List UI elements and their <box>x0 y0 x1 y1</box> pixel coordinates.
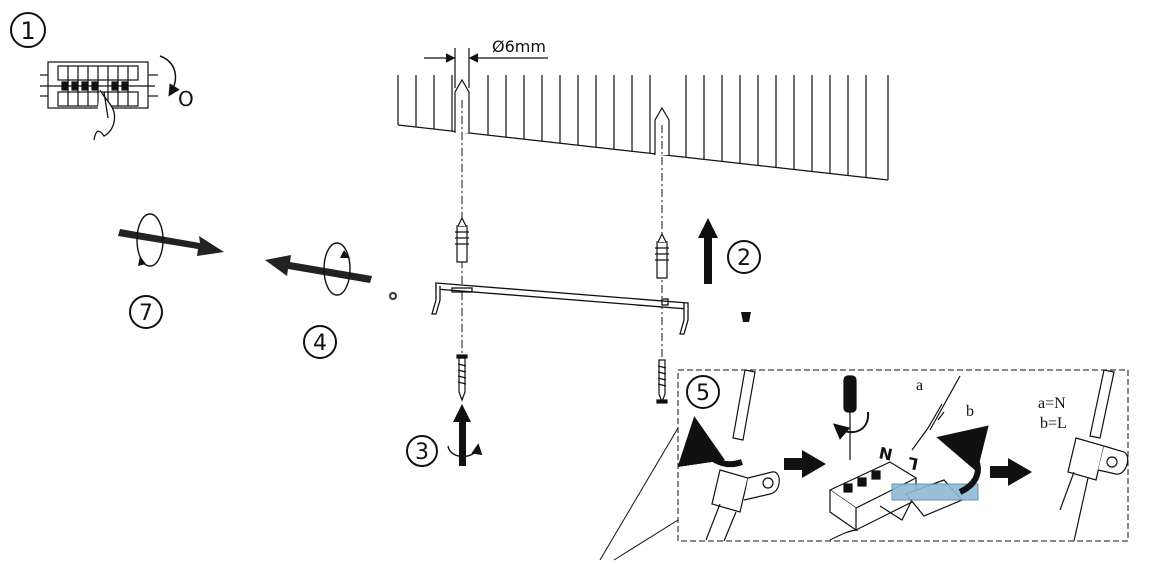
step-1-number: 1 <box>20 17 35 45</box>
terminal-l-label: L <box>906 453 920 474</box>
drill-diameter-label: Ø6mm <box>492 37 546 56</box>
step-4-circle <box>303 325 337 359</box>
terminal-highlight-bar <box>891 483 979 501</box>
step-5-number: 5 <box>696 381 710 406</box>
rotate-left-arrow-icon <box>677 416 744 468</box>
step-4-number: 4 <box>313 331 327 356</box>
terminal-block <box>828 461 964 541</box>
screwdriver-icon <box>843 375 857 460</box>
small-screw-left-icon <box>389 292 397 300</box>
step-3-arrow-icon <box>447 404 483 466</box>
wall-plug-left <box>455 216 469 263</box>
wiring-detail-panel <box>599 369 1129 561</box>
breaker-off-label: O <box>178 87 194 111</box>
step-3-circle <box>406 435 438 467</box>
screwdriver-rotate-arrow-icon <box>832 411 870 440</box>
hand-icon <box>93 89 116 141</box>
connector-right <box>1059 369 1129 542</box>
drill-dimension <box>424 48 548 88</box>
step-1-circle <box>10 12 46 48</box>
step-7-circle <box>129 295 163 329</box>
next-arrow-1-icon <box>784 450 826 478</box>
rotate-cover-arrow-icon <box>936 425 989 495</box>
step-4-arrow-icon <box>265 242 372 296</box>
connector-left <box>705 369 780 542</box>
next-arrow-2-icon <box>990 458 1032 486</box>
mounting-bracket <box>431 282 689 335</box>
step-2-circle <box>727 240 761 274</box>
screw-right <box>656 359 668 404</box>
ceiling-section <box>397 75 889 181</box>
wire-a-label: a <box>916 377 923 394</box>
legend-b-equals-l: b=L <box>1040 415 1067 432</box>
wall-plug-right <box>655 232 669 279</box>
screw-left <box>456 354 468 402</box>
step-7-number: 7 <box>139 301 153 326</box>
small-screw-right-icon <box>741 312 751 322</box>
wires <box>911 375 961 451</box>
terminal-n-label: N <box>877 443 894 464</box>
step-3-number: 3 <box>415 440 429 465</box>
step-2-number: 2 <box>737 246 751 271</box>
legend-a-equals-n: a=N <box>1038 395 1066 412</box>
step-1-group: 1 O <box>10 12 194 141</box>
wire-b-label: b <box>966 403 974 420</box>
switch-off-arrow-icon <box>159 55 180 97</box>
step-7-arrow-icon <box>118 213 224 267</box>
step-2-arrow-icon <box>698 218 718 284</box>
step-5-circle <box>686 375 720 409</box>
